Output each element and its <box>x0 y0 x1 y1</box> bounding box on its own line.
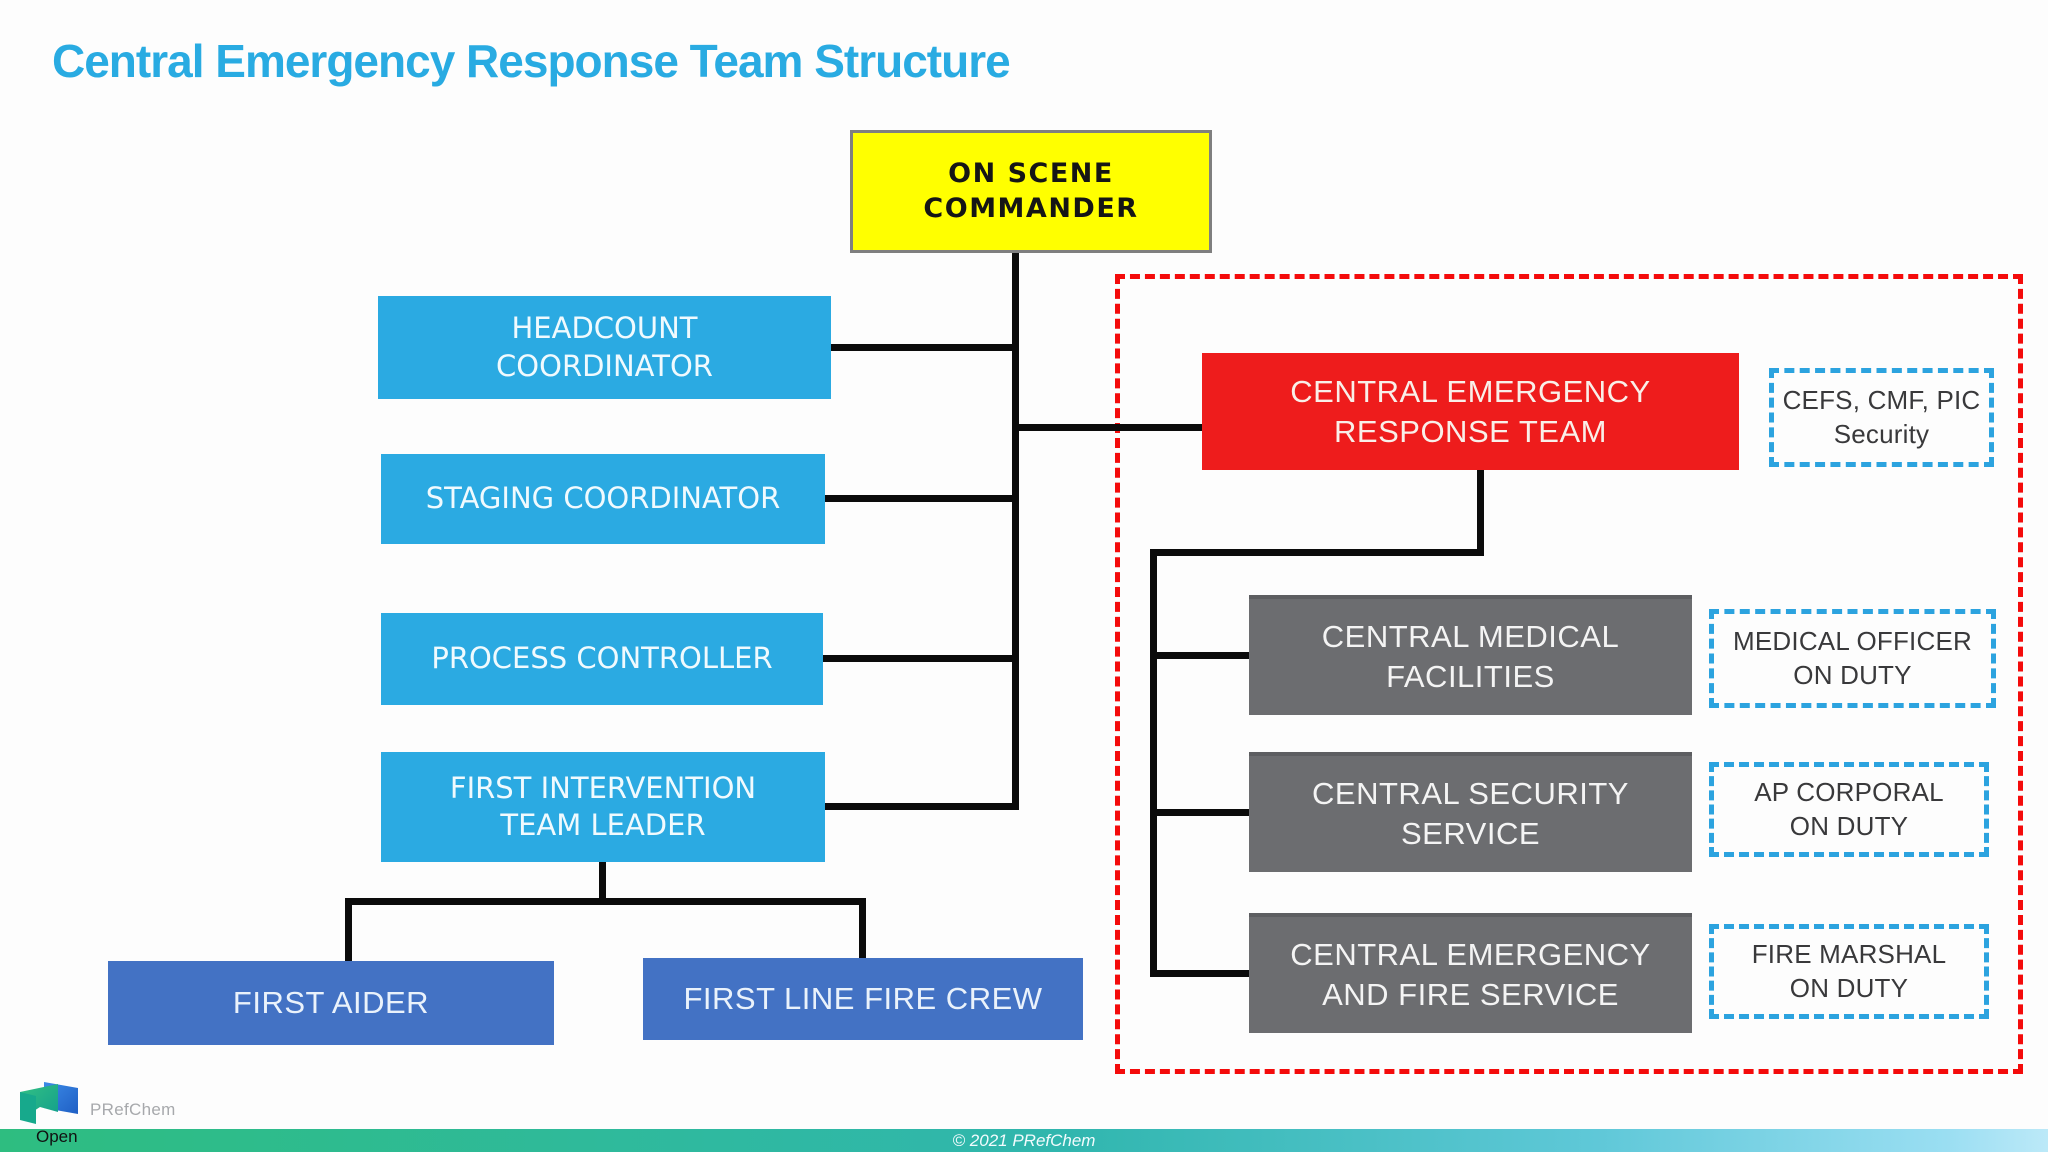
node-staging-coordinator: STAGING COORDINATOR <box>381 454 825 544</box>
connector-first-intervention <box>825 803 1019 810</box>
connector-process <box>823 655 1019 662</box>
prefchem-logo: PRefChem <box>14 1080 274 1130</box>
node-central-medical-facilities-label: CENTRAL MEDICAL FACILITIES <box>1321 619 1620 694</box>
node-process-controller-label: PROCESS CONTROLLER <box>431 641 773 676</box>
connector-bottom-horizontal <box>345 898 866 905</box>
connector-services-bracket <box>1150 549 1157 977</box>
node-ap-corporal-on-duty: AP CORPORAL ON DUTY <box>1709 762 1989 857</box>
connector-medical-stub <box>1153 652 1249 659</box>
node-cefs-cmf-pic-security-label: CEFS, CMF, PIC Security <box>1782 385 1981 449</box>
node-first-intervention-team-leader: FIRST INTERVENTION TEAM LEADER <box>381 752 825 862</box>
classification-label: Open <box>36 1127 78 1146</box>
connector-fire-crew-drop <box>859 898 866 958</box>
connector-central-team-down <box>1477 470 1484 556</box>
node-central-emergency-response-team: CENTRAL EMERGENCY RESPONSE TEAM <box>1202 353 1739 470</box>
footer-bar <box>0 1129 2048 1152</box>
node-fire-marshal-on-duty: FIRE MARSHAL ON DUTY <box>1709 924 1989 1019</box>
node-first-intervention-team-leader-label: FIRST INTERVENTION TEAM LEADER <box>449 770 757 842</box>
node-central-security-service: CENTRAL SECURITY SERVICE <box>1249 752 1692 872</box>
connector-intervention-down <box>599 862 606 904</box>
node-headcount-coordinator: HEADCOUNT COORDINATOR <box>378 296 831 399</box>
node-staging-coordinator-label: STAGING COORDINATOR <box>425 481 781 516</box>
connector-to-central-team <box>1012 424 1202 431</box>
node-first-aider-label: FIRST AIDER <box>232 985 430 1021</box>
node-first-line-fire-crew: FIRST LINE FIRE CREW <box>643 958 1083 1040</box>
node-cefs-cmf-pic-security: CEFS, CMF, PIC Security <box>1769 368 1994 467</box>
central-team-dashed-region <box>1115 274 2023 1074</box>
node-ap-corporal-on-duty-label: AP CORPORAL ON DUTY <box>1754 777 1944 841</box>
node-central-emergency-and-fire-service: CENTRAL EMERGENCY AND FIRE SERVICE <box>1249 913 1692 1033</box>
connector-elbow-horizontal <box>1150 549 1484 556</box>
connector-first-aider-drop <box>345 898 352 961</box>
node-on-scene-commander-label: ON SCENE COMMANDER <box>923 157 1139 224</box>
page-title: Central Emergency Response Team Structur… <box>52 35 1011 87</box>
node-on-scene-commander: ON SCENE COMMANDER <box>850 130 1212 253</box>
node-central-emergency-and-fire-service-label: CENTRAL EMERGENCY AND FIRE SERVICE <box>1290 937 1651 1012</box>
connector-fire-stub <box>1153 970 1249 977</box>
node-medical-officer-on-duty: MEDICAL OFFICER ON DUTY <box>1709 609 1996 708</box>
node-central-security-service-label: CENTRAL SECURITY SERVICE <box>1312 776 1629 851</box>
node-central-emergency-response-team-label: CENTRAL EMERGENCY RESPONSE TEAM <box>1290 373 1651 449</box>
node-medical-officer-on-duty-label: MEDICAL OFFICER ON DUTY <box>1733 626 1972 690</box>
prefchem-logo-icon <box>20 1082 78 1124</box>
node-process-controller: PROCESS CONTROLLER <box>381 613 823 705</box>
prefchem-logo-text: PRefChem <box>90 1100 176 1119</box>
node-first-aider: FIRST AIDER <box>108 961 554 1045</box>
connector-staging <box>825 495 1019 502</box>
footer-copyright: © 2021 PRefChem <box>952 1131 1096 1150</box>
connector-security-stub <box>1153 809 1249 816</box>
connector-headcount <box>831 344 1019 351</box>
node-central-medical-facilities: CENTRAL MEDICAL FACILITIES <box>1249 595 1692 715</box>
node-headcount-coordinator-label: HEADCOUNT COORDINATOR <box>496 311 713 383</box>
connector-trunk-vertical <box>1012 253 1019 810</box>
node-first-line-fire-crew-label: FIRST LINE FIRE CREW <box>683 981 1043 1017</box>
node-fire-marshal-on-duty-label: FIRE MARSHAL ON DUTY <box>1751 939 1947 1003</box>
